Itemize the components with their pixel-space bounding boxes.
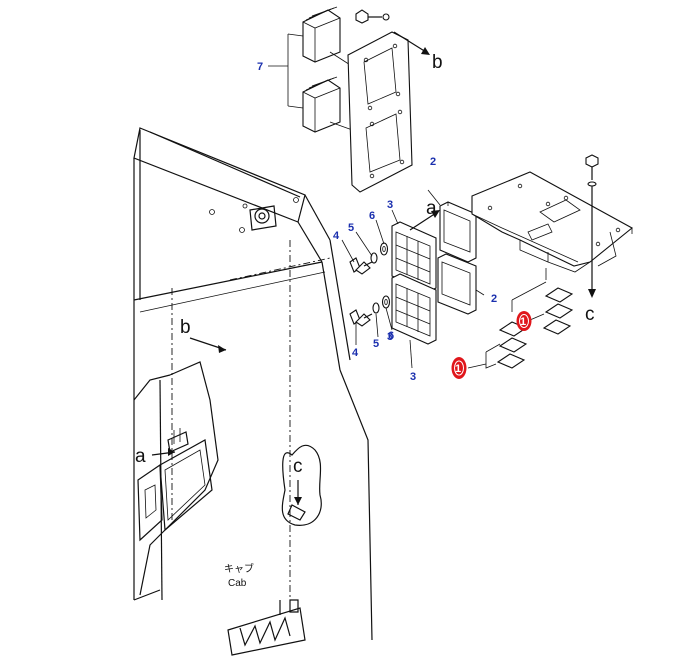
cab-label: キャブ Cab [224,562,254,589]
callout-4-bot: 4 [352,347,359,359]
pre-filter-2-lower [437,253,477,315]
callout-5-top: 5 [348,222,354,234]
callout-5-bot: 5 [373,338,379,350]
detail-c-bubble [281,444,322,526]
callout-2-mid: 2 [491,293,497,305]
ref-a-cab: a [135,446,146,467]
reference-letters: b a c b a c [135,52,595,477]
ref-a-filter: a [426,198,437,219]
callout-7: 7 [257,61,263,73]
wing-nut-4-lower [349,309,373,327]
hardware-leaders [341,189,485,369]
callout-6-bot: 6 [388,330,394,342]
callout-numbers: 7 2 2 3 3 3 4 4 5 5 6 6 [257,61,497,383]
grill-3-upper [391,221,437,293]
callout-2-top: 2 [430,156,436,168]
ref-c-bracket: c [585,304,595,325]
filter-element-7-upper [302,6,341,63]
callout-6-top: 6 [369,210,375,222]
ref-b-top: b [432,52,443,73]
callout-3-mid: 3 [387,331,393,343]
washer-5-upper [370,252,378,264]
ref-c-cab: c [293,456,303,477]
bracket-bolt [585,154,599,298]
cover-plate [347,31,413,193]
cab-label-jp: キャブ [224,562,254,575]
washer-5-lower [372,302,380,314]
arrow-a-filter [409,210,440,231]
callout-3-bot: 3 [410,371,416,383]
callout-1-upper: 1 [516,311,532,331]
wing-nut-4-upper [349,257,373,275]
callout-4-top: 4 [333,230,340,242]
cab-label-en: Cab [228,578,247,589]
grill-3-lower [391,273,437,345]
washer-6-upper [379,242,389,256]
filter-element-7-lower [302,76,341,133]
callout-1-lower: 1 [451,357,467,379]
ref-b-cab: b [180,317,191,338]
pre-filter-2-upper [439,201,477,263]
svg-text:1: 1 [520,316,526,328]
cab-body [133,127,373,656]
washer-6-lower [381,295,391,309]
callout-3-top: 3 [387,199,393,211]
top-bolt [355,9,430,55]
svg-text:1: 1 [455,363,461,375]
mounting-bracket [471,171,633,273]
